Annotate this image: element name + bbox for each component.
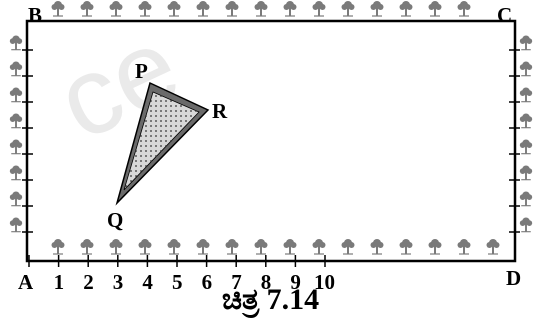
tree-icon — [519, 35, 533, 51]
scale-ticks — [28, 255, 326, 267]
tree-icon — [519, 217, 533, 233]
vertex-label-p: P — [135, 59, 148, 83]
scale-number: 3 — [112, 270, 124, 294]
tree-icon — [370, 1, 384, 17]
corner-label-d: D — [506, 266, 522, 290]
tree-icon — [138, 239, 152, 255]
tree-icon — [519, 113, 533, 129]
tree-icon — [9, 87, 23, 103]
tree-icon — [457, 239, 471, 255]
tree-icon — [519, 139, 533, 155]
tree-icon — [486, 239, 500, 255]
tree-icon — [167, 1, 181, 17]
tree-icon — [341, 239, 355, 255]
scale-number: 5 — [172, 270, 183, 294]
tree-icon — [225, 1, 239, 17]
tree-icon — [9, 61, 23, 77]
tree-icon — [312, 239, 326, 255]
figure-caption: ಚಿತ್ರ 7.14 — [221, 283, 320, 316]
tree-icon — [519, 61, 533, 77]
corner-label-a: A — [18, 270, 34, 294]
tree-icon — [109, 239, 123, 255]
scale-number: 2 — [83, 270, 94, 294]
tree-icon — [80, 1, 94, 17]
tree-icon — [428, 1, 442, 17]
scale-number: 10 — [314, 270, 335, 294]
tree-icon — [225, 239, 239, 255]
scale-number: 8 — [260, 270, 272, 294]
vertex-label-r: R — [212, 99, 228, 123]
tree-icon — [196, 1, 210, 17]
tree-icon — [428, 239, 442, 255]
tree-icon — [399, 1, 413, 17]
scale-number: 6 — [201, 270, 213, 294]
vertex-label-q: Q — [107, 208, 124, 232]
tree-icon — [196, 239, 210, 255]
tree-icon — [9, 165, 23, 181]
scale-number: 1 — [53, 270, 65, 294]
tree-icon — [341, 1, 355, 17]
tree-icon — [457, 1, 471, 17]
tree-icon — [312, 1, 326, 17]
tree-icon — [167, 239, 181, 255]
tree-icon — [519, 87, 533, 103]
tree-icon — [9, 191, 23, 207]
tree-row-group — [9, 1, 533, 255]
corner-label-b: B — [28, 3, 43, 27]
scale-number: 7 — [231, 270, 242, 294]
tree-icon — [399, 239, 413, 255]
tree-icon — [283, 239, 297, 255]
tree-icon — [138, 1, 152, 17]
tree-icon — [370, 239, 384, 255]
field-boundary — [25, 19, 517, 263]
tree-icon — [519, 165, 533, 181]
scale-number: 4 — [142, 270, 153, 294]
tree-icon — [80, 239, 94, 255]
tree-icon — [51, 239, 65, 255]
tree-icon — [9, 217, 23, 233]
scale-number: 9 — [290, 270, 301, 294]
tree-icon — [283, 1, 297, 17]
tree-icon — [254, 1, 268, 17]
tree-icon — [254, 239, 268, 255]
tree-icon — [109, 1, 123, 17]
corner-label-c: C — [497, 3, 513, 27]
tree-icon — [519, 191, 533, 207]
tree-icon — [9, 139, 23, 155]
tree-icon — [9, 35, 23, 51]
tree-icon — [9, 113, 23, 129]
triangle-stipple — [125, 95, 197, 187]
tree-icon — [51, 1, 65, 17]
